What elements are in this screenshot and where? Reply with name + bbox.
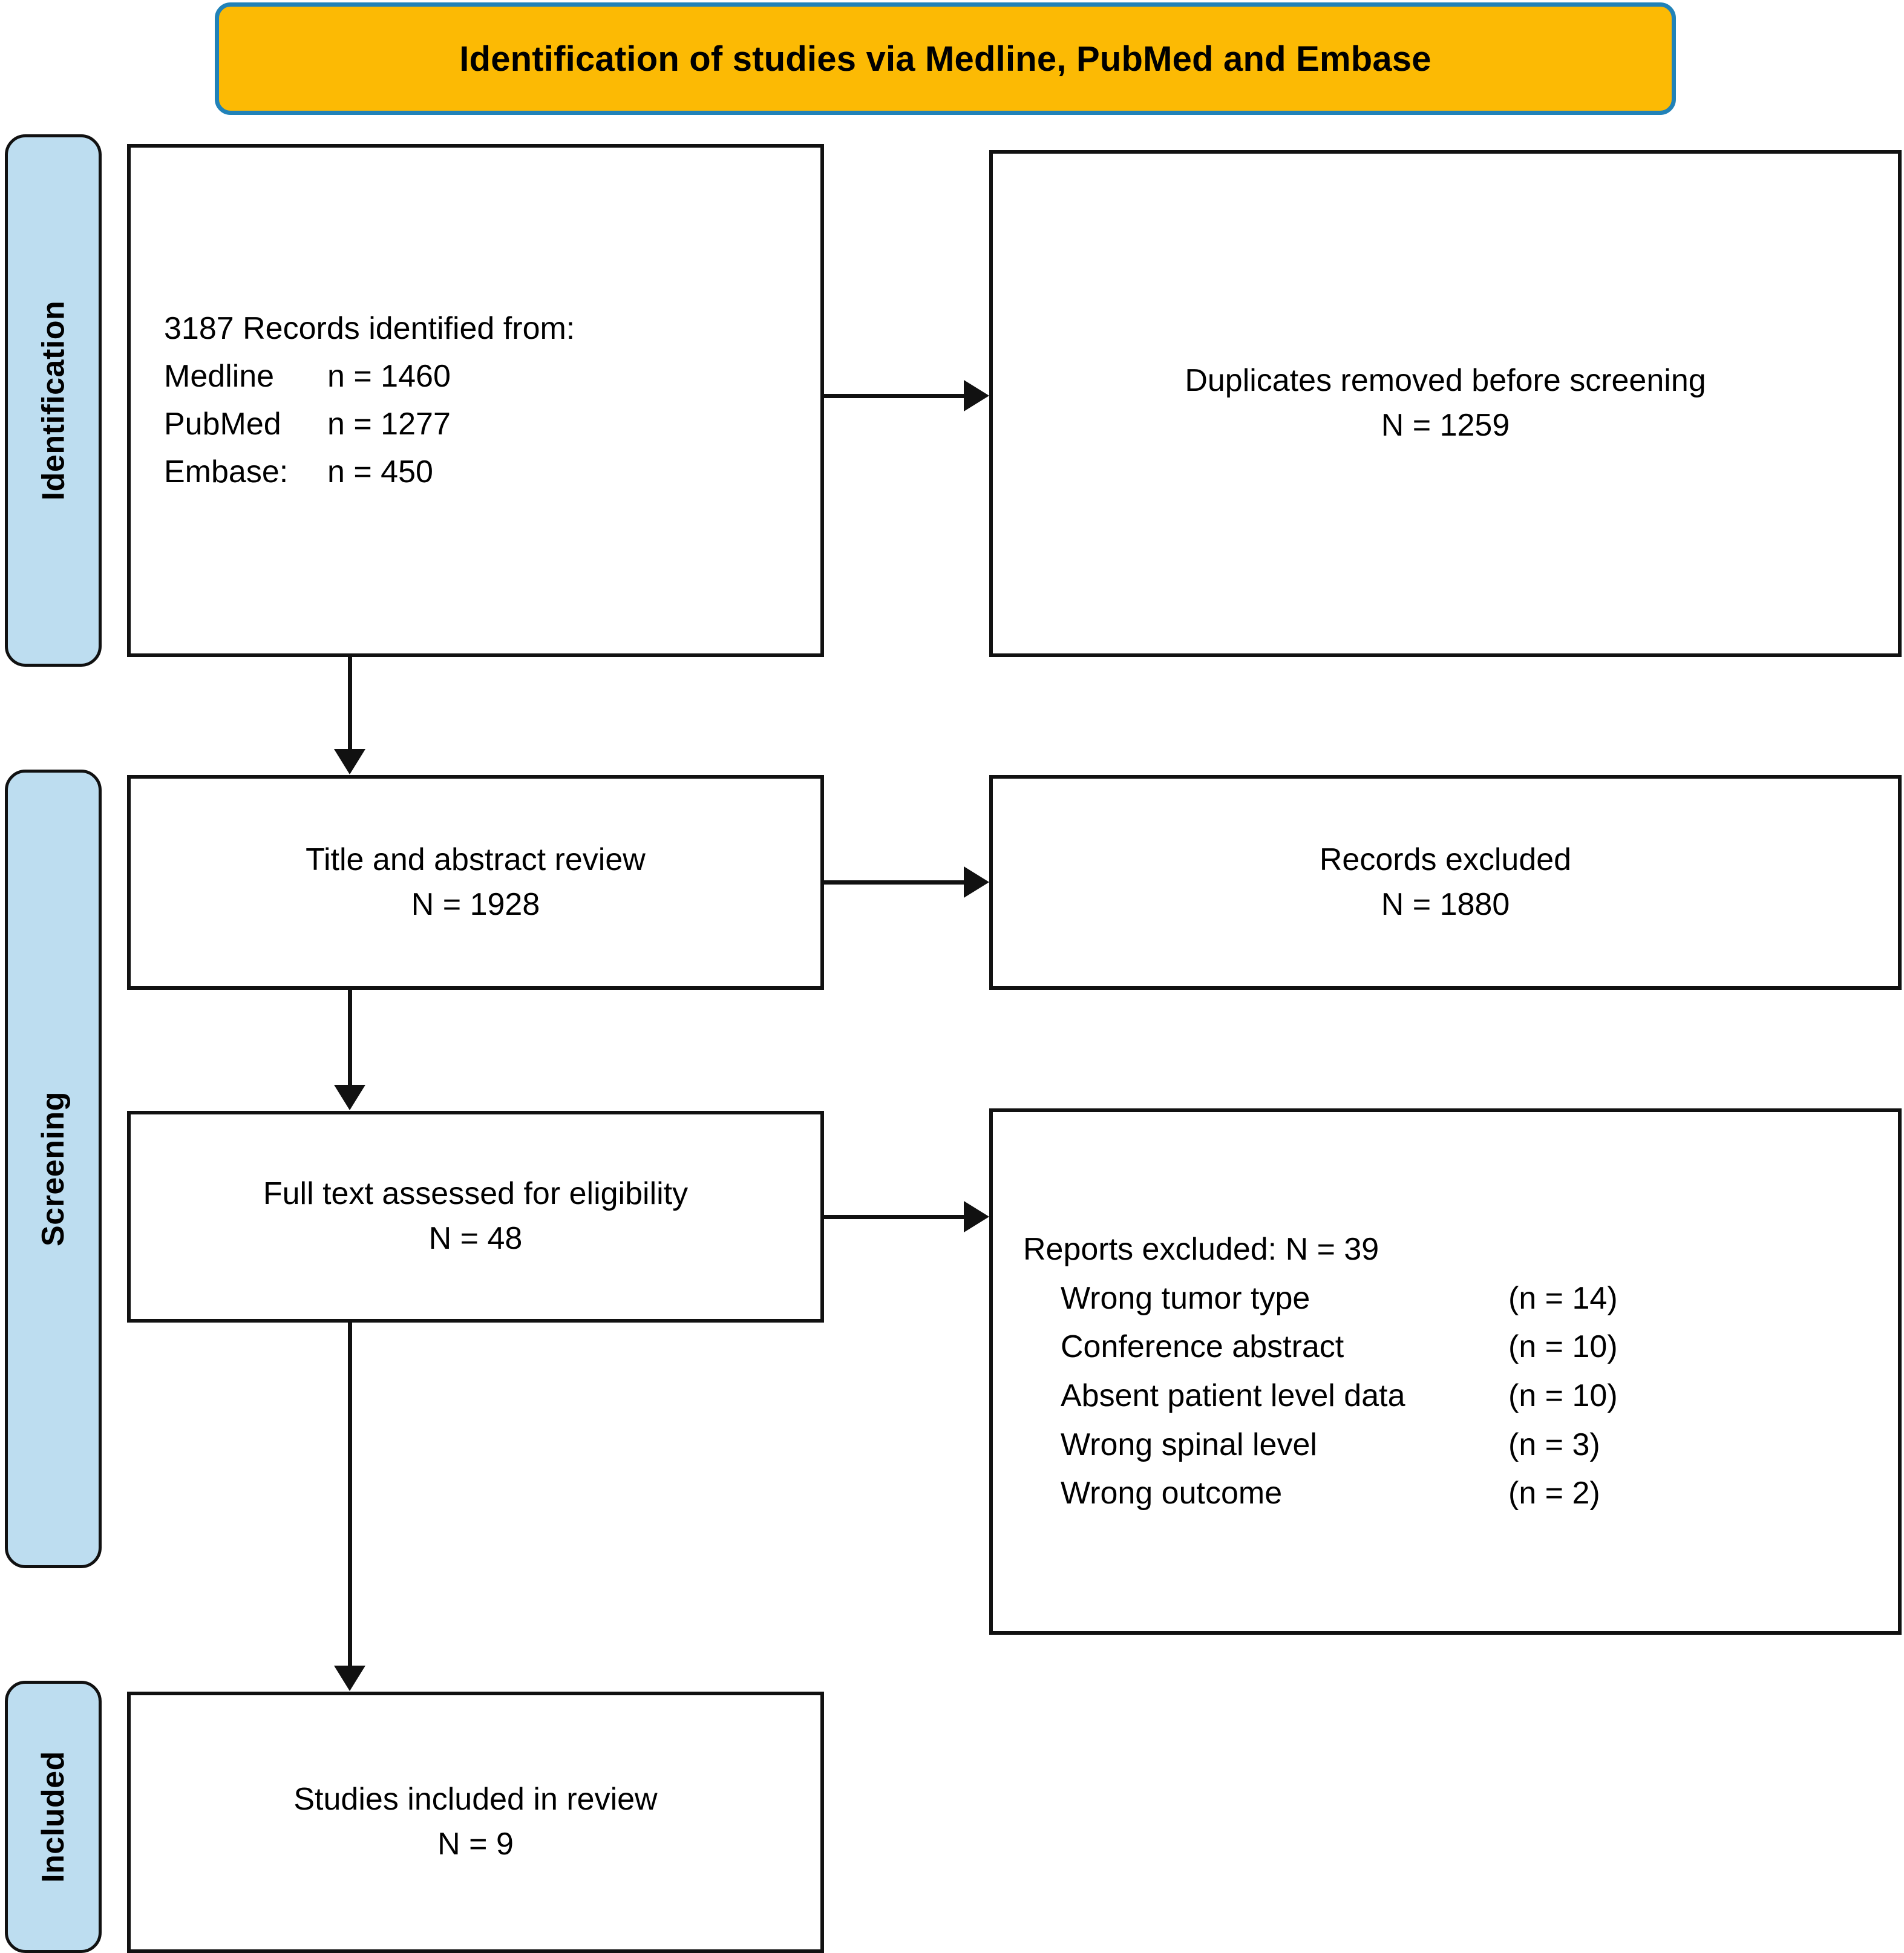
- duplicates-removed-label: Duplicates removed before screening: [1185, 363, 1706, 399]
- connector-fulltext-to-included: [348, 1323, 352, 1666]
- studies-included-count: N = 9: [437, 1827, 514, 1862]
- reason-count-wrong-tumor-type: (n = 14): [1508, 1280, 1618, 1316]
- reason-label-conference-abstract: Conference abstract: [1061, 1329, 1344, 1365]
- box-duplicates-removed: Duplicates removed before screening N = …: [989, 150, 1902, 657]
- connector-fulltext-to-reports-excluded: [824, 1215, 964, 1219]
- records-identified-row-medline: Medline n = 1460: [164, 353, 820, 401]
- diagram-title-text: Identification of studies via Medline, P…: [459, 39, 1431, 79]
- connector-identified-to-title-abstract: [348, 657, 352, 749]
- connector-identified-to-duplicates: [824, 394, 964, 398]
- reports-excluded-row-wrong-outcome: Wrong outcome (n = 2): [1023, 1469, 1898, 1518]
- source-count-embase: n = 450: [327, 454, 433, 490]
- arrowhead-title-abstract-to-records-excluded: [964, 866, 989, 898]
- records-identified-heading: 3187 Records identified from:: [164, 310, 575, 346]
- stage-label-screening: Screening: [5, 770, 102, 1568]
- box-fulltext-assessed: Full text assessed for eligibility N = 4…: [127, 1111, 824, 1323]
- reason-label-wrong-tumor-type: Wrong tumor type: [1061, 1280, 1310, 1316]
- fulltext-assessed-label: Full text assessed for eligibility: [263, 1176, 689, 1212]
- source-count-pubmed: n = 1277: [327, 407, 451, 442]
- reports-excluded-row-absent-patient-level-data: Absent patient level data (n = 10): [1023, 1372, 1898, 1421]
- arrowhead-fulltext-to-reports-excluded: [964, 1201, 989, 1232]
- reason-label-absent-patient-level-data: Absent patient level data: [1061, 1378, 1405, 1413]
- box-records-excluded: Records excluded N = 1880: [989, 775, 1902, 990]
- reports-excluded-row-wrong-spinal-level: Wrong spinal level (n = 3): [1023, 1421, 1898, 1470]
- arrowhead-identified-to-title-abstract: [334, 749, 365, 774]
- records-identified-row-pubmed: PubMed n = 1277: [164, 401, 820, 448]
- connector-title-abstract-to-records-excluded: [824, 880, 964, 885]
- records-identified-row-embase: Embase: n = 450: [164, 448, 820, 496]
- title-abstract-label: Title and abstract review: [306, 842, 646, 877]
- box-studies-included: Studies included in review N = 9: [127, 1692, 824, 1953]
- arrowhead-identified-to-duplicates: [964, 380, 989, 411]
- source-name-medline: Medline: [164, 358, 275, 394]
- reports-excluded-row-wrong-tumor-type: Wrong tumor type (n = 14): [1023, 1274, 1898, 1323]
- records-identified-list: 3187 Records identified from: Medline n …: [131, 305, 820, 496]
- duplicates-removed-count: N = 1259: [1381, 408, 1510, 443]
- reason-count-wrong-outcome: (n = 2): [1508, 1476, 1600, 1511]
- records-excluded-count: N = 1880: [1381, 886, 1510, 922]
- arrowhead-title-abstract-to-fulltext: [334, 1085, 365, 1110]
- box-title-abstract-review: Title and abstract review N = 1928: [127, 775, 824, 990]
- source-count-medline: n = 1460: [327, 358, 451, 394]
- reports-excluded-heading: Reports excluded: N = 39: [1023, 1232, 1379, 1268]
- source-name-embase: Embase:: [164, 454, 289, 490]
- box-records-identified: 3187 Records identified from: Medline n …: [127, 144, 824, 657]
- diagram-title-banner: Identification of studies via Medline, P…: [215, 2, 1676, 115]
- title-abstract-count: N = 1928: [411, 886, 540, 922]
- stage-label-included: Included: [5, 1681, 102, 1953]
- stage-label-identification: Identification: [5, 134, 102, 667]
- connector-title-abstract-to-fulltext: [348, 990, 352, 1085]
- stage-label-included-text: Included: [36, 1751, 71, 1883]
- fulltext-assessed-count: N = 48: [428, 1221, 523, 1256]
- stage-label-screening-text: Screening: [36, 1091, 71, 1246]
- reports-excluded-row-conference-abstract: Conference abstract (n = 10): [1023, 1323, 1898, 1372]
- box-reports-excluded: Reports excluded: N = 39 Wrong tumor typ…: [989, 1108, 1902, 1635]
- reason-label-wrong-spinal-level: Wrong spinal level: [1061, 1427, 1317, 1462]
- arrowhead-fulltext-to-included: [334, 1666, 365, 1691]
- reason-count-wrong-spinal-level: (n = 3): [1508, 1427, 1600, 1462]
- source-name-pubmed: PubMed: [164, 407, 281, 442]
- reason-count-conference-abstract: (n = 10): [1508, 1329, 1618, 1365]
- reason-count-absent-patient-level-data: (n = 10): [1508, 1378, 1618, 1413]
- reports-excluded-list: Reports excluded: N = 39 Wrong tumor typ…: [993, 1225, 1898, 1518]
- reason-label-wrong-outcome: Wrong outcome: [1061, 1476, 1283, 1511]
- records-excluded-label: Records excluded: [1319, 842, 1572, 877]
- studies-included-label: Studies included in review: [293, 1782, 658, 1817]
- stage-label-identification-text: Identification: [36, 300, 71, 501]
